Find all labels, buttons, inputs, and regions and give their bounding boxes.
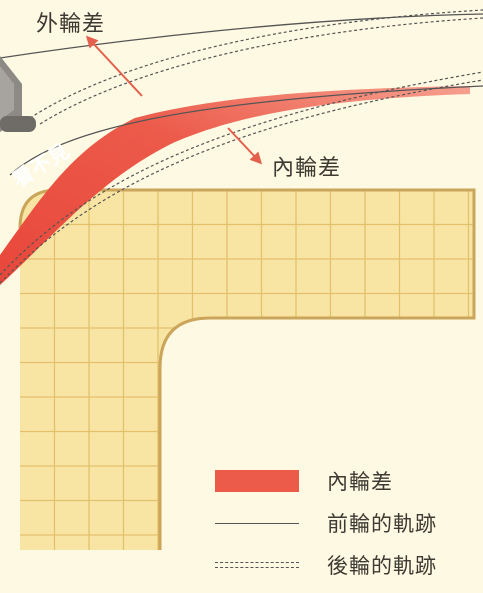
outer-difference-arrow: [85, 35, 143, 97]
legend-item-rear-track: 後輪的軌跡: [215, 550, 475, 584]
car-corner: [0, 56, 36, 132]
inner-difference-label: 內輪差: [272, 156, 342, 181]
inner-wheel-difference-band: [0, 86, 470, 285]
legend-swatch-solid: [215, 523, 299, 524]
front-wheel-track-inner: [9, 85, 483, 176]
legend-swatch-dashed: [215, 562, 299, 568]
outer-difference-label: 外輪差: [36, 12, 106, 37]
front-wheel-track-outer: [0, 13, 483, 59]
car-side-panel: [0, 66, 14, 120]
legend-label: 內輪差: [327, 470, 393, 494]
legend-label: 後輪的軌跡: [327, 554, 437, 578]
sidewalk-fill: [20, 190, 474, 550]
legend-swatch-band: [215, 470, 299, 492]
legend-item-inner-difference: 內輪差: [215, 466, 475, 500]
curb-line: [18, 188, 476, 550]
legend-label: 前輪的軌跡: [327, 512, 437, 536]
legend-item-front-track: 前輪的軌跡: [215, 508, 475, 542]
car-wheel: [0, 116, 36, 132]
inner-difference-arrow: [227, 127, 263, 165]
rear-wheel-tracks: [0, 9, 483, 284]
